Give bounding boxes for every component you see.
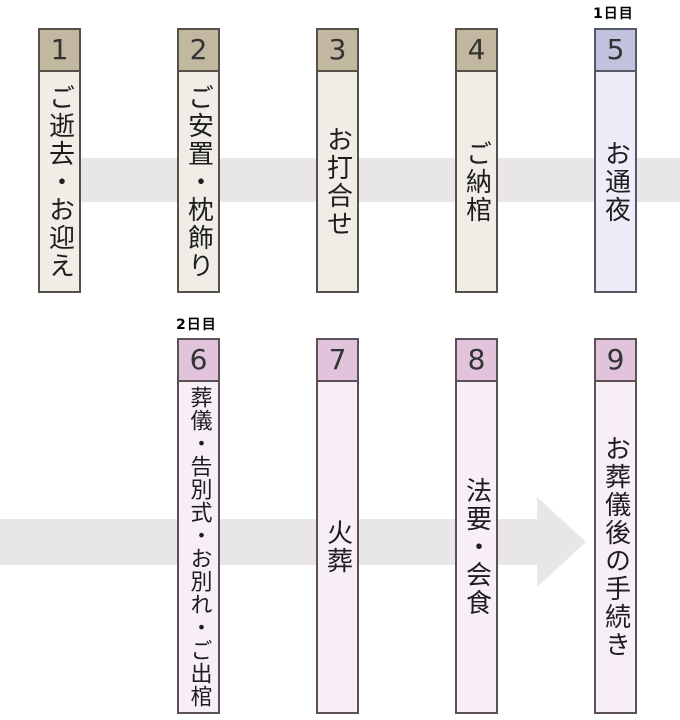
step-5-label: お通夜 <box>600 139 631 224</box>
step-3-number: 3 <box>318 30 357 72</box>
step-3: 3 お打合せ <box>316 28 359 293</box>
step-5-number: 5 <box>596 30 635 72</box>
step-4: 4 ご納棺 <box>455 28 498 293</box>
step-6-number: 6 <box>179 340 218 382</box>
flow-arrow-head-icon <box>537 497 586 587</box>
flow-band-row2 <box>0 519 537 565</box>
step-2-label: ご安置・枕飾り <box>183 83 214 280</box>
step-1: 1 ご逝去・お迎え <box>38 28 81 293</box>
step-2-number: 2 <box>179 30 218 72</box>
step-7: 7 火葬 <box>316 338 359 714</box>
step-1-label: ご逝去・お迎え <box>44 83 75 280</box>
step-3-label: お打合せ <box>322 125 353 238</box>
step-1-number: 1 <box>40 30 79 72</box>
day1-label: 1日目 <box>593 6 634 22</box>
step-4-label: ご納棺 <box>461 139 492 224</box>
step-4-number: 4 <box>457 30 496 72</box>
step-9: 9 お葬儀後の手続き <box>594 338 637 714</box>
step-7-label: 火葬 <box>322 519 353 575</box>
step-6: 6 葬儀・告別式・お別れ・ご出棺 <box>177 338 220 714</box>
step-8-number: 8 <box>457 340 496 382</box>
step-2: 2 ご安置・枕飾り <box>177 28 220 293</box>
step-8: 8 法要・会食 <box>455 338 498 714</box>
day2-label: 2日目 <box>176 317 217 333</box>
step-5: 5 お通夜 <box>594 28 637 293</box>
step-9-label: お葬儀後の手続き <box>600 435 631 659</box>
step-9-number: 9 <box>596 340 635 382</box>
flow-band-row1 <box>45 158 680 202</box>
step-8-label: 法要・会食 <box>461 477 492 617</box>
step-7-number: 7 <box>318 340 357 382</box>
step-6-label: 葬儀・告別式・お別れ・ご出棺 <box>186 386 212 708</box>
